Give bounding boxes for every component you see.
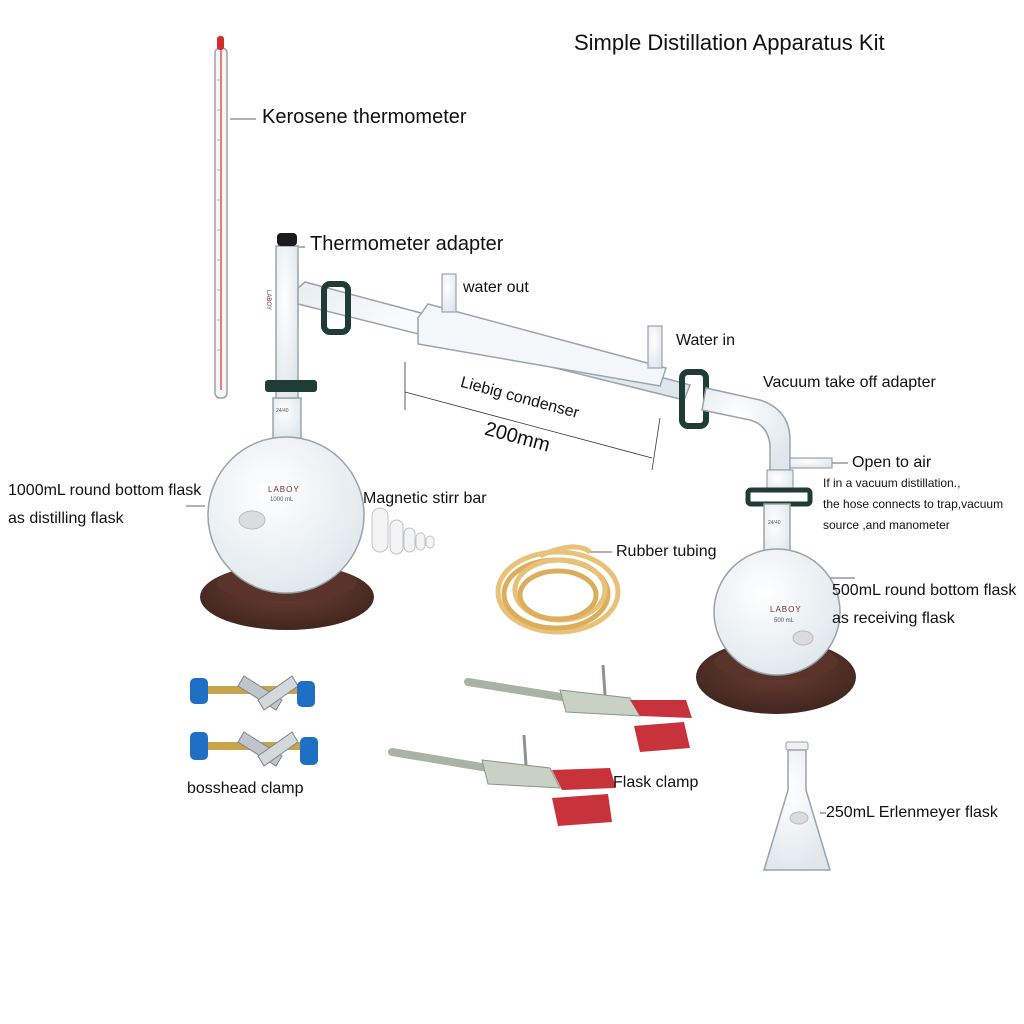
label-bosshead-clamp: bosshead clamp — [187, 780, 304, 797]
label-vacuum-adapter: Vacuum take off adapter — [763, 374, 936, 391]
label-erlenmeyer-flask: 250mL Erlenmeyer flask — [826, 804, 998, 821]
rubber-tubing-coil — [495, 544, 621, 635]
label-vacuum-note-3: source ,and manometer — [823, 518, 950, 532]
receiving-flask — [696, 503, 856, 714]
label-thermometer-adapter: Thermometer adapter — [310, 233, 504, 255]
knob-icon — [190, 732, 208, 760]
kerosene-thermometer — [214, 36, 228, 399]
dimension-line — [404, 362, 661, 471]
vacuum-adapter — [701, 387, 833, 507]
knob-icon — [190, 678, 208, 704]
keck-clip-condenser-bottom — [679, 369, 709, 429]
erlenmeyer-flask — [762, 741, 832, 871]
knob-icon — [297, 681, 315, 707]
head-brand-marking: LABOY — [265, 290, 271, 311]
small-flask-volume: 500 mL — [774, 618, 795, 624]
knob-icon — [300, 737, 318, 765]
distilling-flask — [200, 397, 374, 630]
large-flask-brand: LABOY — [268, 485, 300, 494]
label-receiving-flask-line1: 500mL round bottom flask — [832, 582, 1017, 599]
keck-clip-head — [265, 380, 317, 392]
label-water-in: Water in — [676, 332, 735, 349]
bosshead-clamp-2 — [190, 731, 318, 767]
label-receiving-flask-line2: as receiving flask — [832, 610, 955, 627]
page-title: Simple Distillation Apparatus Kit — [574, 30, 885, 55]
label-distilling-flask-line1: 1000mL round bottom flask — [8, 482, 202, 499]
flask-clamp-2 — [388, 734, 616, 826]
thermometer-adapter-cap — [277, 233, 297, 246]
flask-clamp-1 — [464, 664, 692, 752]
label-flask-clamp: Flask clamp — [613, 774, 699, 791]
thermometer-bulb-cap — [217, 36, 224, 50]
large-flask-volume: 1000 mL — [270, 497, 294, 503]
label-kerosene-thermometer: Kerosene thermometer — [262, 106, 467, 128]
label-stir-bar: Magnetic stirr bar — [363, 490, 487, 507]
keck-clip-receiver — [745, 487, 813, 507]
label-water-out: water out — [463, 279, 529, 296]
label-rubber-tubing: Rubber tubing — [616, 543, 717, 560]
label-open-to-air: Open to air — [852, 454, 932, 471]
label-vacuum-note-2: the hose connects to trap,vacuum — [823, 497, 1004, 511]
large-flask-joint: 24/40 — [276, 408, 289, 414]
small-flask-brand: LABOY — [770, 605, 802, 614]
label-distilling-flask-line2: as distilling flask — [8, 510, 124, 527]
magnetic-stir-bars — [371, 507, 435, 555]
distillation-head — [265, 233, 317, 399]
keck-clip-condenser-top — [321, 281, 351, 335]
label-vacuum-note-1: If in a vacuum distillation., — [823, 476, 961, 490]
liebig-condenser — [297, 273, 709, 429]
small-flask-joint: 24/40 — [768, 520, 781, 526]
bosshead-clamp-1 — [190, 675, 315, 711]
